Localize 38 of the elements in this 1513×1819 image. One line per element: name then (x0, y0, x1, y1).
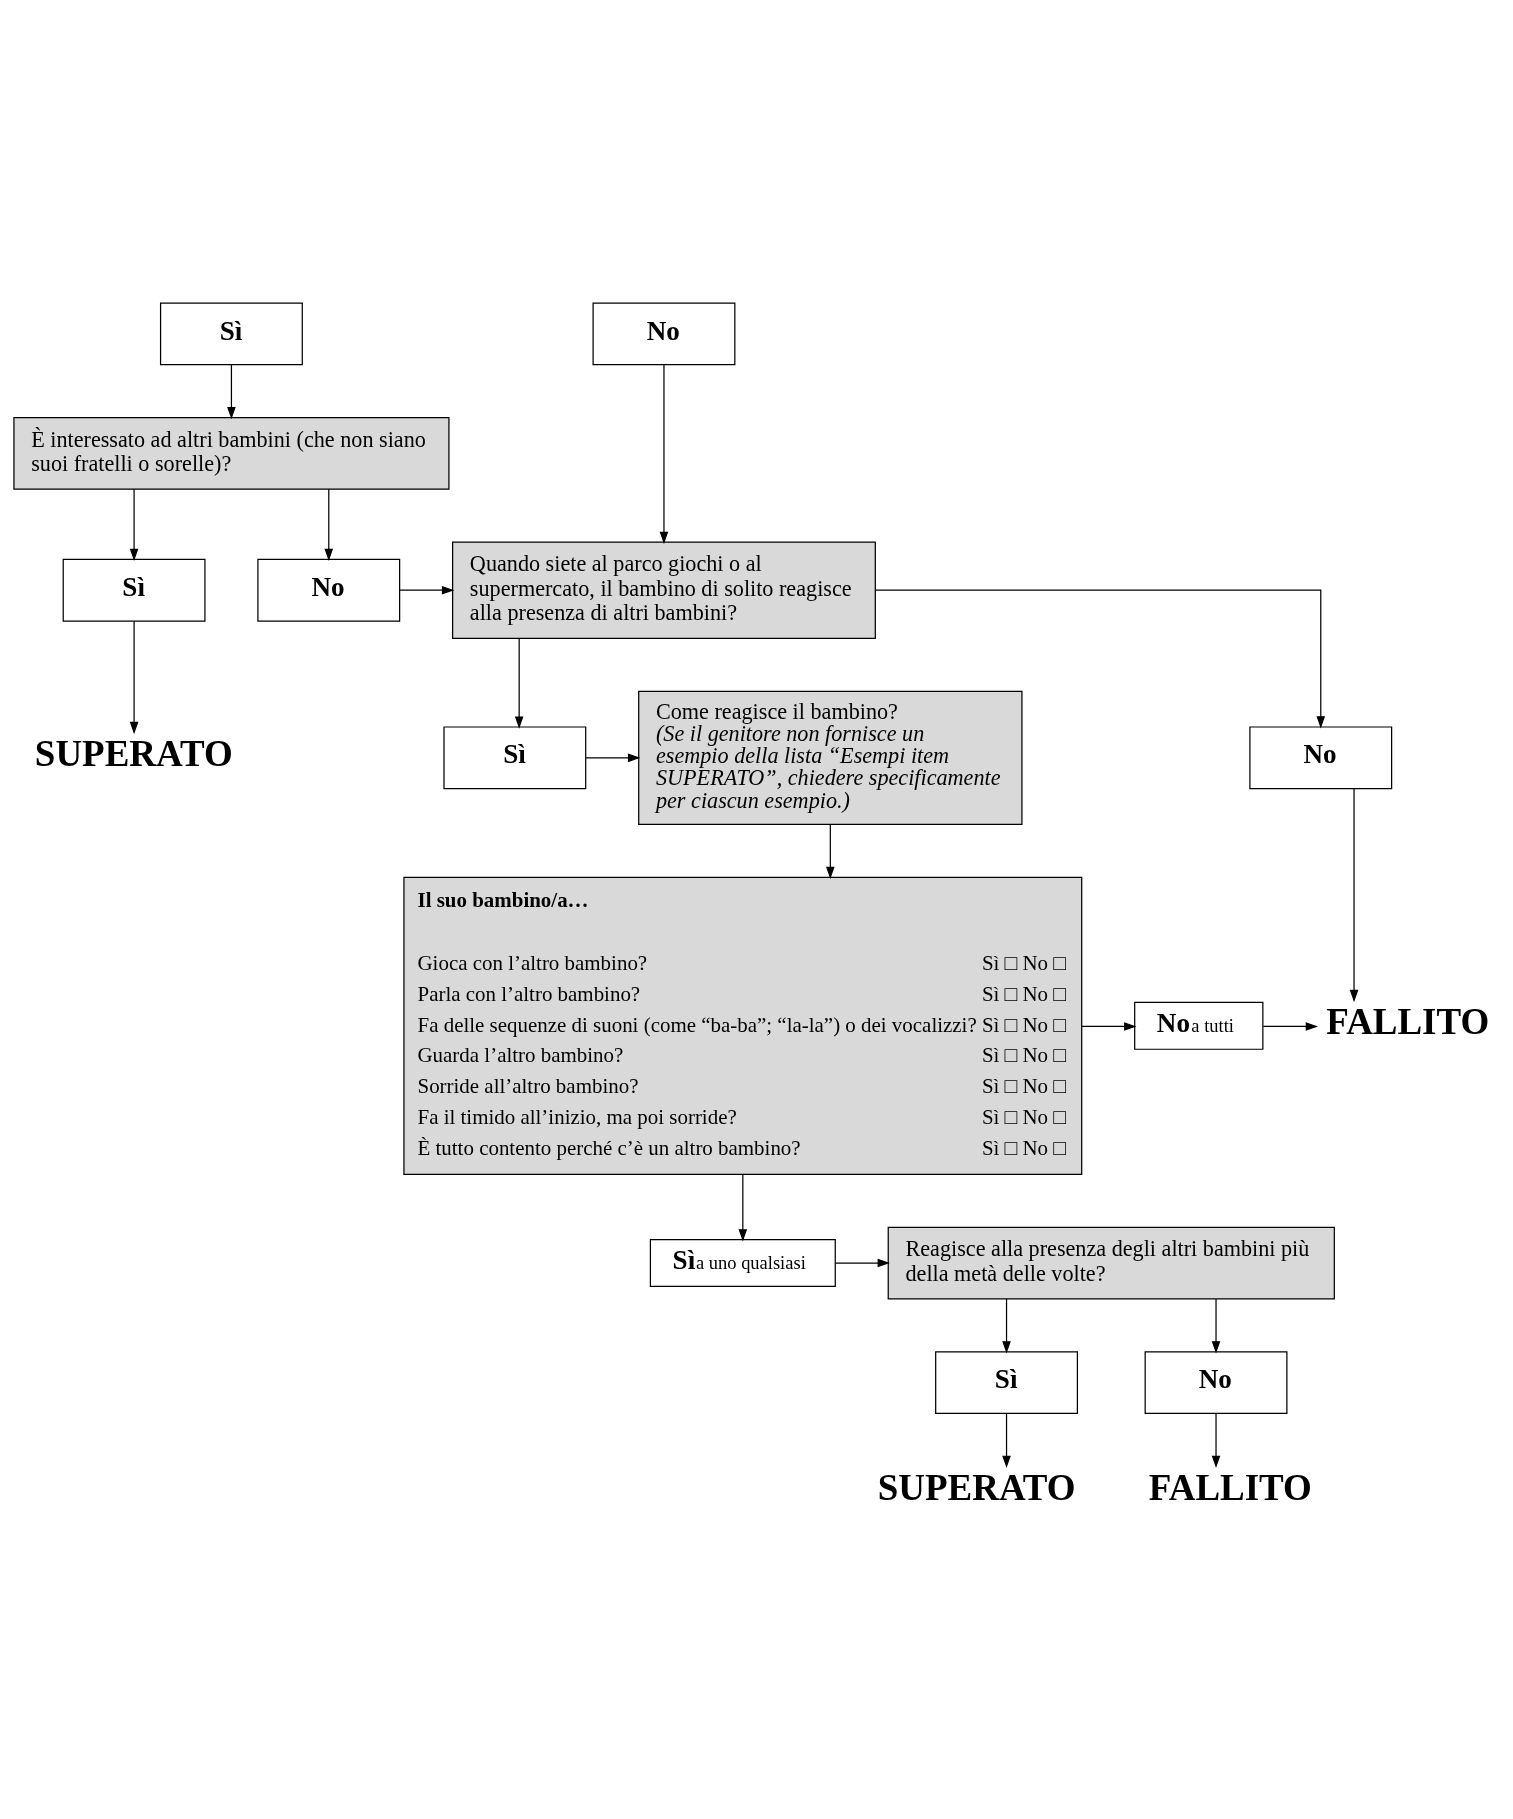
node-box: Come reagisce il bambino? (Se il genitore non fornisce un esempio della lista “Esempi item SUPERATO”, chiedere specificamente per ciascun esempio.) (637, 690, 1023, 825)
arrow (1080, 1021, 1136, 1031)
node-text: FALLITO (1325, 1000, 1489, 1042)
node-text: SUPERATO (34, 732, 233, 774)
node-box: Il suo bambino/a… Gioca con l’altro bambino? Sì □ No □ Parla con l’altro bambino? Sì □ No □ Fa delle sequenze di suoni (come “ba-ba”; “la-la”) o dei vocalizzi? Sì □ No □ Guarda l’altro bambino? Sì □ No □ Sorride all’altro bambino? Sì □ No □ Fa il timido all’inizio, ma poi sorride? Sì □ No □ È tutto contento perché c’è un altro bambino? Sì □ No □ (402, 876, 1082, 1175)
arrow (1001, 1297, 1011, 1353)
arrow (874, 589, 1325, 729)
arrow (514, 637, 523, 729)
node-box: Sì (442, 725, 586, 789)
node-box: No (592, 302, 735, 365)
arrow (1001, 1412, 1011, 1468)
arrow (1349, 787, 1358, 1002)
arrow (226, 363, 236, 419)
arrow (323, 488, 333, 561)
node-box: Reagisce alla presenza degli altri bambini più della metà delle volte? (887, 1226, 1335, 1299)
node-box: Sì (159, 302, 303, 365)
node-box: Sìa uno qualsiasi (649, 1238, 836, 1287)
arrow (129, 488, 138, 561)
node-box: È interessato ad altri bambini (che non siano suoi fratelli o sorelle)? (12, 416, 450, 490)
node-box: Sì (62, 558, 206, 622)
arrow (1211, 1412, 1220, 1468)
arrow (1262, 1021, 1318, 1031)
arrow (825, 823, 835, 879)
arrow (738, 1173, 747, 1241)
arrow (584, 753, 640, 762)
arrow (129, 620, 138, 734)
node-box: Noa tutti (1133, 1001, 1263, 1050)
node-box: No (256, 558, 400, 622)
node-box: Sì (934, 1350, 1078, 1414)
node-box: No (1248, 725, 1392, 789)
node-text: FALLITO (1148, 1466, 1312, 1508)
node-text: SUPERATO (877, 1466, 1076, 1508)
arrow (659, 363, 668, 544)
arrow (834, 1258, 890, 1267)
arrow (1211, 1297, 1220, 1353)
node-box: No (1144, 1350, 1287, 1414)
node-box: Quando siete al parco giochi o al supermercato, il bambino di solito reagisce alla presenza di altri bambini? (451, 541, 876, 639)
arrow (398, 585, 454, 595)
